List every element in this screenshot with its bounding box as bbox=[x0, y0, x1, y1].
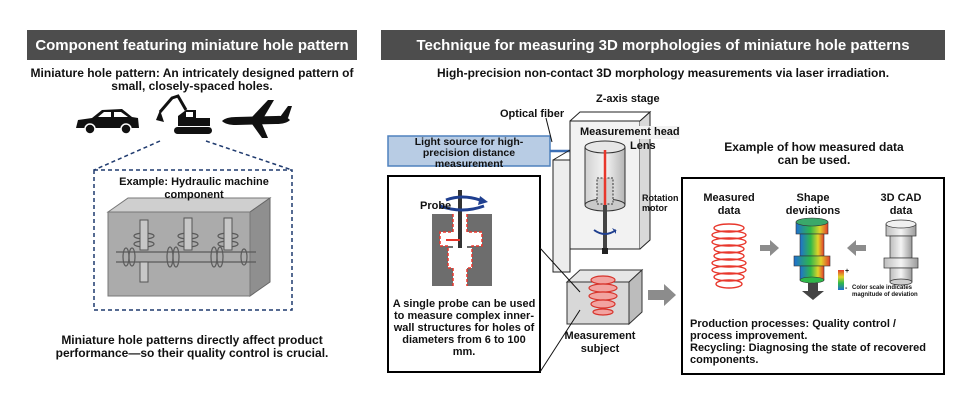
lens-label: Lens bbox=[630, 140, 656, 152]
car-icon bbox=[76, 109, 139, 135]
color-scale-bar bbox=[838, 270, 844, 290]
arrow-from-cad bbox=[847, 240, 866, 256]
left-footer-text: Miniature hole patterns directly affect … bbox=[55, 333, 329, 360]
usage-title: Example of how measured data can be used… bbox=[724, 140, 904, 167]
color-scale-note: Color scale indicates magnitude of devia… bbox=[852, 285, 918, 298]
optical-fiber-pointer bbox=[545, 117, 553, 143]
hydraulic-block bbox=[106, 197, 272, 297]
right-intro-text: High-precision non-contact 3D morphology… bbox=[436, 66, 890, 80]
cad-data-label: 3D CAD data bbox=[880, 192, 922, 217]
arrow-to-deviations bbox=[760, 240, 779, 256]
recycling-text: Recycling: Diagnosing the state of recov… bbox=[690, 342, 926, 366]
probe-label: Probe bbox=[420, 200, 452, 212]
excavator-icon bbox=[156, 94, 212, 134]
measured-data-rings bbox=[711, 223, 747, 289]
light-source-box bbox=[387, 135, 551, 167]
left-section-header: Component featuring miniature hole patte… bbox=[27, 30, 357, 60]
left-intro-text: Miniature hole pattern: An intricately d… bbox=[30, 66, 354, 93]
shape-deviations-part bbox=[793, 217, 831, 284]
shape-deviations-label: Shape deviations bbox=[785, 192, 841, 217]
measurement-head-label: Measurement head bbox=[580, 126, 680, 139]
probe-note: A single probe can be used to measure co… bbox=[392, 298, 536, 358]
airplane-icon bbox=[222, 100, 292, 138]
color-scale-plus: + bbox=[845, 268, 850, 275]
color-scale-minus: - bbox=[845, 285, 848, 292]
measurement-head bbox=[584, 140, 626, 254]
probe-cross-section bbox=[432, 190, 492, 286]
example-dashed-frame bbox=[93, 169, 293, 311]
production-text: Production processes: Quality control / … bbox=[690, 318, 896, 342]
measurement-subject-label: Measurement subject bbox=[564, 330, 636, 355]
arrow-down bbox=[802, 283, 824, 300]
funnel-dashed-lines bbox=[93, 140, 293, 171]
rotation-motor-label: Rotation motor bbox=[642, 193, 679, 213]
measurement-subject-block bbox=[565, 268, 644, 326]
z-axis-stage-label: Z-axis stage bbox=[596, 93, 660, 105]
example-label: Example: Hydraulic machine component bbox=[119, 176, 269, 201]
cad-part bbox=[883, 219, 919, 286]
optical-fiber-label: Optical fiber bbox=[500, 108, 565, 120]
measured-data-label: Measured data bbox=[703, 192, 755, 217]
light-source-label: Light source for high-precision distance… bbox=[414, 136, 524, 170]
zoom-lines bbox=[539, 247, 581, 373]
flow-arrow-right bbox=[648, 284, 676, 306]
right-section-header: Technique for measuring 3D morphologies … bbox=[381, 30, 945, 60]
